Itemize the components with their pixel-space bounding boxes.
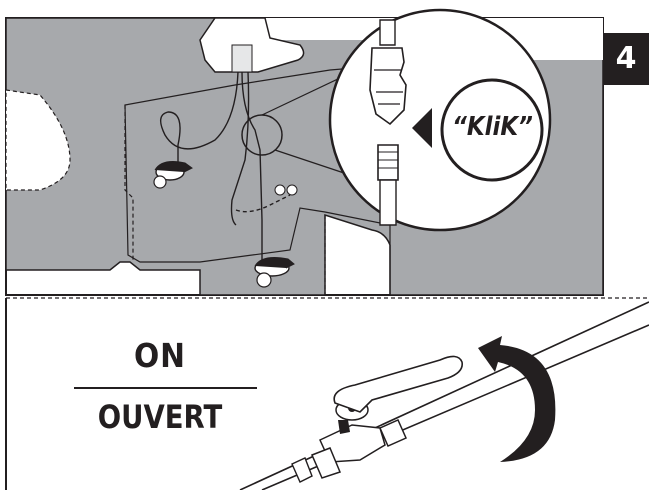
ball-valve (311, 355, 464, 479)
klik-sound-label: “KliK” (452, 112, 533, 142)
shutoff-valve-icon (254, 184, 298, 288)
on-label: ON (133, 336, 187, 375)
step-number-badge: 4 (603, 33, 649, 85)
faucet-base (199, 17, 305, 73)
water-pipe (239, 301, 649, 491)
ouvert-label: OUVERT (97, 398, 223, 436)
label-divider-line (74, 387, 257, 389)
connector-click-icon (328, 8, 552, 232)
rotate-arrow-icon (153, 161, 193, 189)
rotate-arrow-icon (478, 336, 556, 462)
faucet-hoses (160, 71, 291, 262)
